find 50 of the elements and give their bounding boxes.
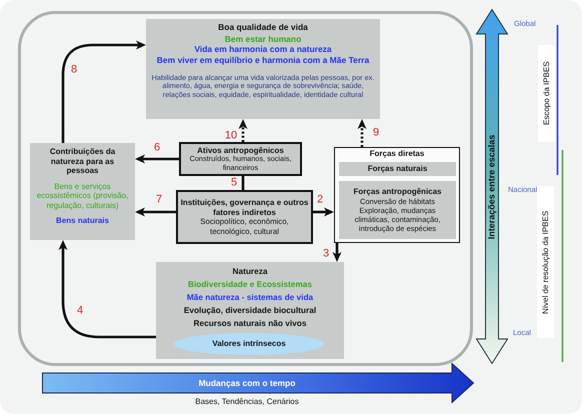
body-text: Valores intrínsecos xyxy=(212,339,286,349)
edge-label: 10 xyxy=(224,130,238,142)
framed-box xyxy=(179,142,302,176)
framed-box xyxy=(176,190,313,244)
body-text: Bem viver em equilíbrio e harmonia com a Mãe Terra xyxy=(156,54,370,66)
edge-label: 8 xyxy=(70,64,78,76)
concept-box xyxy=(156,262,344,359)
arrow xyxy=(62,40,146,143)
arrow xyxy=(135,154,179,164)
dotted-arrow xyxy=(358,119,366,147)
body-text: Biodiversidade e Ecossistemas xyxy=(188,278,312,292)
concept-box xyxy=(30,143,135,240)
heading: Forças diretas xyxy=(370,149,424,159)
edge-label: 7 xyxy=(156,194,162,206)
arrow xyxy=(135,208,176,216)
range-label: Escopo da IPBES xyxy=(538,45,555,142)
concept-box xyxy=(146,19,380,119)
range-label: Nível de resolução da IPBES xyxy=(537,186,554,338)
edge-label: 2 xyxy=(316,194,324,206)
body-text: Bens naturais xyxy=(56,216,109,226)
heading: Contribuições da natureza para as pessoas xyxy=(48,147,116,176)
connector-line xyxy=(242,176,244,190)
arrow xyxy=(313,208,334,216)
heading: Natureza xyxy=(232,265,268,278)
body-text: Recursos naturais não vivos xyxy=(194,317,306,330)
inner-band xyxy=(339,162,456,176)
timeline-arrow xyxy=(42,363,474,408)
arrow xyxy=(332,243,342,262)
body-text: Bem estar humano xyxy=(224,34,302,44)
heading: Ativos antropogênicos xyxy=(197,146,284,155)
edge-label: 4 xyxy=(76,306,84,316)
inner-box xyxy=(339,181,456,239)
arrow-text: Mudanças com o tempo xyxy=(198,377,296,390)
arrow xyxy=(58,240,156,338)
heading: Forças antropogênicas xyxy=(353,186,442,197)
group-box xyxy=(334,147,460,243)
edge-label: 9 xyxy=(372,128,380,138)
heading: Boa qualidade de vida xyxy=(218,22,308,33)
heading: Instituições, governança e outros fatores indiretos xyxy=(180,198,309,218)
heading: Forças naturais xyxy=(368,164,428,174)
caption-text: Bases, Tendências, Cenários xyxy=(194,396,300,407)
body-text: Evolução, diversidade biocultural xyxy=(184,304,316,318)
axis-title: Interações entre escalas xyxy=(486,134,498,239)
body-text: Mãe natureza - sistemas de vida xyxy=(186,291,314,304)
edge-label: 5 xyxy=(230,178,238,188)
dotted-arrow xyxy=(238,119,248,142)
body-text: Bens e serviços ecossistêmicos (provisão, regulação, culturais) xyxy=(36,182,129,211)
edge-label: 6 xyxy=(154,142,160,154)
edge-label: 3 xyxy=(322,248,330,260)
body-text: Vida em harmonia com a natureza xyxy=(194,44,332,55)
